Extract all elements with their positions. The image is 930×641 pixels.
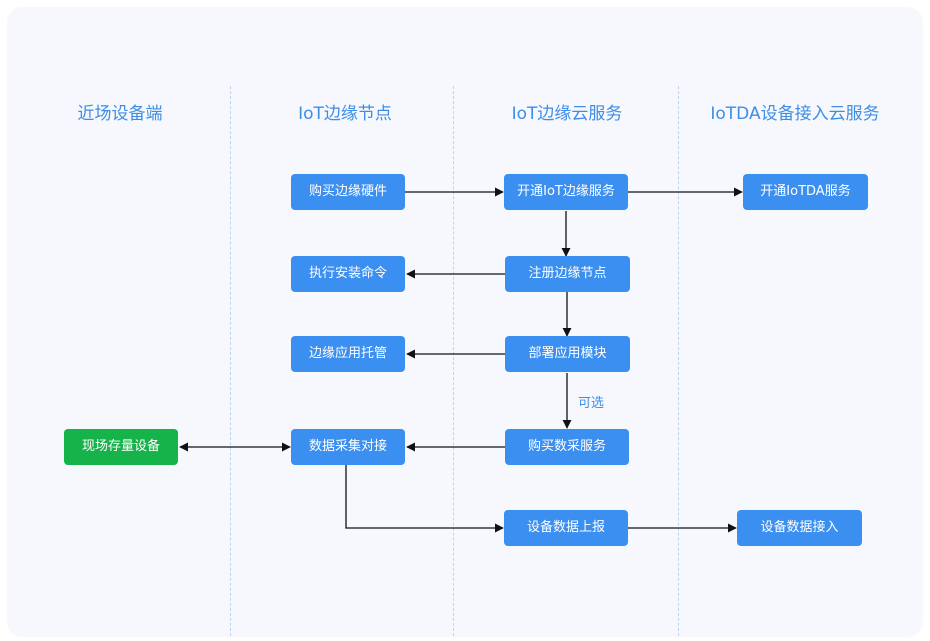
- lane-divider: [678, 86, 679, 636]
- node-edge-app-hosting[interactable]: 边缘应用托管: [291, 336, 405, 372]
- node-deploy-app-module[interactable]: 部署应用模块: [505, 336, 630, 372]
- lane-title-near-field-device: 近场设备端: [77, 104, 163, 124]
- node-enable-iot-edge-service[interactable]: 开通IoT边缘服务: [504, 174, 628, 210]
- lane-title-iot-edge-node: IoT边缘节点: [298, 104, 392, 124]
- lane-divider: [453, 86, 454, 636]
- node-device-data-access[interactable]: 设备数据接入: [737, 510, 862, 546]
- lane-title-iot-edge-cloud: IoT边缘云服务: [511, 104, 623, 124]
- node-buy-data-collection-service[interactable]: 购买数采服务: [505, 429, 629, 465]
- node-device-data-report[interactable]: 设备数据上报: [504, 510, 628, 546]
- node-register-edge-node[interactable]: 注册边缘节点: [505, 256, 630, 292]
- node-buy-edge-hardware[interactable]: 购买边缘硬件: [291, 174, 405, 210]
- edge-data-collection-to-data-report: [345, 465, 504, 533]
- node-data-collection[interactable]: 数据采集对接: [291, 429, 405, 465]
- node-enable-iotda-service[interactable]: 开通IoTDA服务: [743, 174, 868, 210]
- node-run-install-command[interactable]: 执行安装命令: [291, 256, 405, 292]
- lane-divider: [230, 86, 231, 636]
- edge-label-optional: 可选: [578, 396, 605, 411]
- node-onsite-storage-device[interactable]: 现场存量设备: [64, 429, 178, 465]
- lane-title-iotda-cloud: IoTDA设备接入云服务: [710, 104, 880, 124]
